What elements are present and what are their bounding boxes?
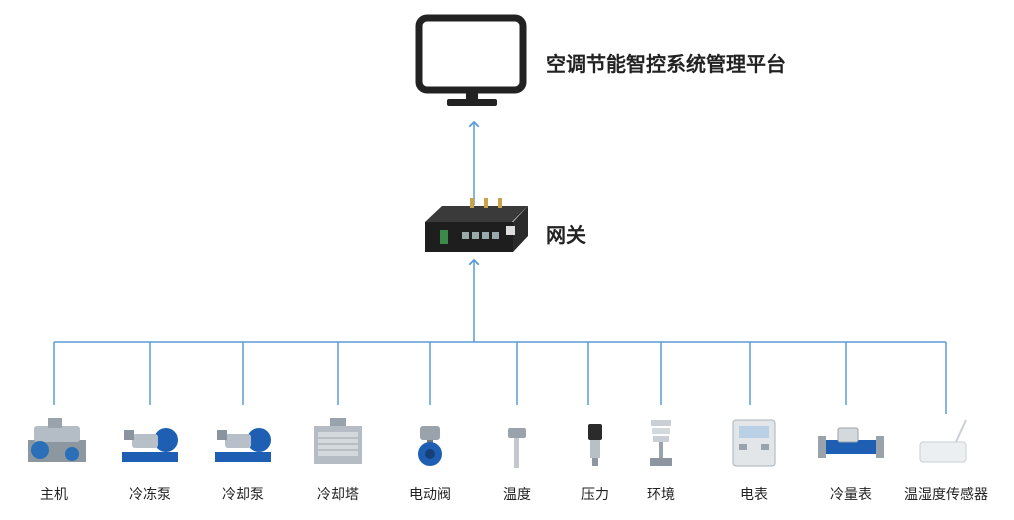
platform-title: 空调节能智控系统管理平台 xyxy=(546,52,786,76)
gateway-icon xyxy=(425,198,528,252)
device-label-power-meter: 电表 xyxy=(740,487,768,503)
device-label-temperature: 温度 xyxy=(503,487,531,503)
device-label-cooling-pump: 冷却泵 xyxy=(222,487,264,503)
chiller-icon xyxy=(28,418,86,462)
power-meter-icon xyxy=(732,419,776,467)
device-label-chilled-pump: 冷冻泵 xyxy=(129,487,171,503)
device-label-cooling-tower: 冷却塔 xyxy=(317,487,359,503)
device-label-environment: 环境 xyxy=(647,487,675,503)
cooling-tower-icon xyxy=(314,418,362,464)
pump-icon xyxy=(122,428,178,462)
device-label-pressure: 压力 xyxy=(581,487,609,503)
device-label-flow-meter: 冷量表 xyxy=(830,487,872,503)
flow-meter-icon xyxy=(818,427,884,458)
humidity-sensor-icon xyxy=(919,419,967,463)
weather-sensor-icon xyxy=(650,420,672,466)
device-label-humidity-sensor: 温湿度传感器 xyxy=(904,487,988,503)
device-drops xyxy=(53,342,947,414)
pump-icon xyxy=(215,428,271,462)
valve-icon xyxy=(418,426,442,466)
temperature-sensor-icon xyxy=(508,428,526,468)
gateway-label: 网关 xyxy=(546,223,586,247)
device-label-electric-valve: 电动阀 xyxy=(409,487,451,503)
device-label-chiller: 主机 xyxy=(40,487,68,503)
pressure-sensor-icon xyxy=(588,424,602,466)
monitor-icon xyxy=(415,14,527,106)
